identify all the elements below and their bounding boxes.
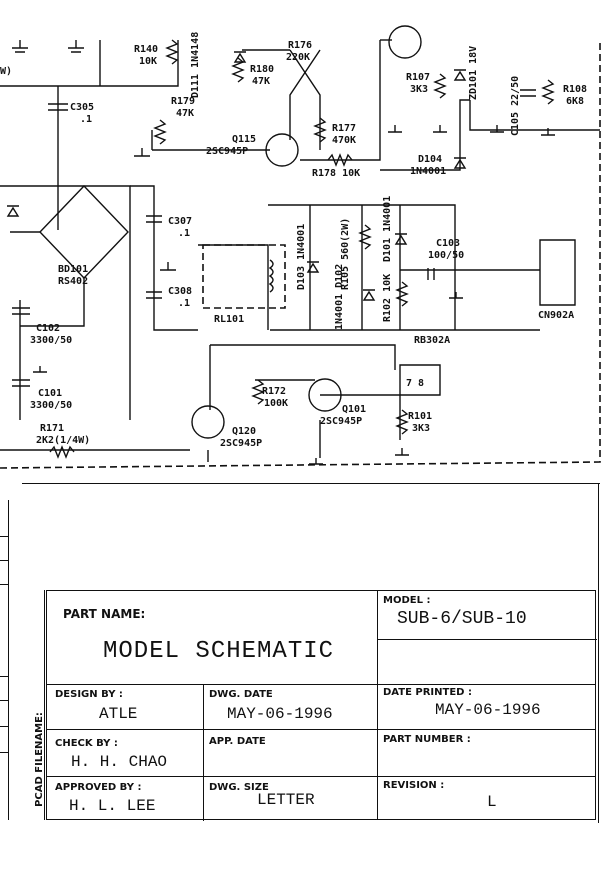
svg-text:3K3: 3K3: [410, 84, 428, 95]
svg-text:RL101: RL101: [214, 314, 244, 325]
svg-text:R108: R108: [563, 84, 587, 95]
title-block-grid: PART NAME: MODEL SCHEMATIC MODEL : SUB-6…: [46, 590, 597, 821]
svg-text:C105 22/50: C105 22/50: [510, 76, 521, 136]
svg-text:R179: R179: [171, 96, 195, 107]
svg-text:100/50: 100/50: [428, 250, 464, 261]
svg-text:BD101: BD101: [58, 264, 88, 275]
svg-text:2K2(1/4W): 2K2(1/4W): [36, 435, 90, 446]
design-by-label: DESIGN BY :: [55, 689, 123, 700]
svg-text:R101: R101: [408, 411, 432, 422]
svg-text:C102: C102: [36, 323, 60, 334]
date-printed-value: MAY-06-1996: [435, 701, 541, 719]
svg-text:47K: 47K: [252, 76, 270, 87]
svg-text:D104: D104: [418, 154, 442, 165]
schematic-diagram: R140 10K D111 1N4148 R176 220K R180 47K …: [0, 25, 601, 469]
approved-by-value: H. L. LEE: [69, 797, 156, 815]
left-revision-table-fragment: [0, 500, 9, 820]
svg-text:1N4001 D102: 1N4001 D102: [334, 264, 345, 330]
title-area-top-rule: [22, 483, 600, 484]
model-label: MODEL :: [383, 595, 431, 606]
title-block: PCAD FILENAME: PART NAME: MODEL SCHEMATI…: [24, 590, 598, 822]
svg-text:R180: R180: [250, 64, 274, 75]
revision-label: REVISION :: [383, 780, 445, 791]
approved-by-label: APPROVED BY :: [55, 782, 142, 793]
svg-text:3300/50: 3300/50: [30, 335, 72, 346]
relay-rl101: [202, 244, 286, 309]
part-name-label: PART NAME:: [63, 607, 146, 621]
svg-text:R140: R140: [134, 44, 158, 55]
svg-text:C307: C307: [168, 216, 192, 227]
svg-text:R178 10K: R178 10K: [312, 168, 360, 179]
svg-text:.1: .1: [178, 298, 190, 309]
pcad-strip: [24, 590, 45, 820]
svg-text:R105 560(2W): R105 560(2W): [340, 218, 351, 290]
dwg-size-label: DWG. SIZE: [209, 782, 269, 793]
svg-text:2SC945P: 2SC945P: [320, 416, 362, 427]
svg-text:R107: R107: [406, 72, 430, 83]
part-number-label: PART NUMBER :: [383, 734, 471, 745]
dwg-date-value: MAY-06-1996: [227, 705, 333, 723]
resistors: [49, 39, 555, 459]
svg-text:C308: C308: [168, 286, 192, 297]
svg-text:R102 10K: R102 10K: [382, 274, 393, 322]
svg-text:RS402: RS402: [58, 276, 88, 287]
svg-text:100K: 100K: [264, 398, 288, 409]
svg-text:C305: C305: [70, 102, 94, 113]
svg-text:3K3: 3K3: [412, 423, 430, 434]
svg-text:2SC945P: 2SC945P: [206, 146, 248, 157]
check-by-label: CHECK BY :: [55, 738, 118, 749]
svg-text:470K: 470K: [332, 135, 356, 146]
svg-text:3300/50: 3300/50: [30, 400, 72, 411]
svg-text:2SC945P: 2SC945P: [220, 438, 262, 449]
dwg-date-label: DWG. DATE: [209, 689, 273, 700]
dwg-size-value: LETTER: [257, 791, 315, 809]
svg-text:D103 1N4001: D103 1N4001: [296, 224, 307, 290]
svg-text:7 8: 7 8: [406, 378, 424, 389]
diodes: [6, 51, 467, 301]
check-by-value: H. H. CHAO: [71, 753, 168, 771]
ground-symbols: [12, 40, 555, 465]
wires: [0, 39, 600, 462]
svg-text:CN902A: CN902A: [538, 310, 574, 321]
svg-text:6K8: 6K8: [566, 96, 584, 107]
svg-text:.1: .1: [80, 114, 92, 125]
svg-text:W): W): [0, 66, 12, 77]
svg-text:ZD101 18V: ZD101 18V: [468, 46, 479, 100]
svg-text:47K: 47K: [176, 108, 194, 119]
revision-value: L: [487, 793, 497, 811]
app-date-label: APP. DATE: [209, 736, 266, 747]
svg-text:D111 1N4148: D111 1N4148: [190, 32, 201, 98]
component-labels: R140 10K D111 1N4148 R176 220K R180 47K …: [0, 32, 587, 449]
pcad-filename-label: PCAD FILENAME:: [33, 712, 45, 807]
design-by-value: ATLE: [99, 705, 138, 723]
board-boundary: [0, 40, 601, 469]
svg-text:R171: R171: [40, 423, 64, 434]
svg-text:RB302A: RB302A: [414, 335, 450, 346]
date-printed-label: DATE PRINTED :: [383, 687, 472, 698]
svg-text:Q115: Q115: [232, 134, 256, 145]
svg-text:220K: 220K: [286, 52, 310, 63]
capacitors: [12, 89, 536, 387]
svg-text:Q120: Q120: [232, 426, 256, 437]
svg-text:1N4001: 1N4001: [410, 166, 446, 177]
transistors: [191, 25, 422, 439]
svg-text:R176: R176: [288, 40, 312, 51]
svg-text:C103: C103: [436, 238, 460, 249]
svg-text:D101 1N4001: D101 1N4001: [382, 196, 393, 262]
svg-text:R177: R177: [332, 123, 356, 134]
svg-text:10K: 10K: [139, 56, 157, 67]
part-name-value: MODEL SCHEMATIC: [103, 638, 335, 665]
svg-text:R172: R172: [262, 386, 286, 397]
svg-text:.1: .1: [178, 228, 190, 239]
model-value: SUB-6/SUB-10: [397, 609, 527, 629]
title-area-right-rule: [598, 483, 599, 823]
svg-text:C101: C101: [38, 388, 62, 399]
svg-text:Q101: Q101: [342, 404, 366, 415]
